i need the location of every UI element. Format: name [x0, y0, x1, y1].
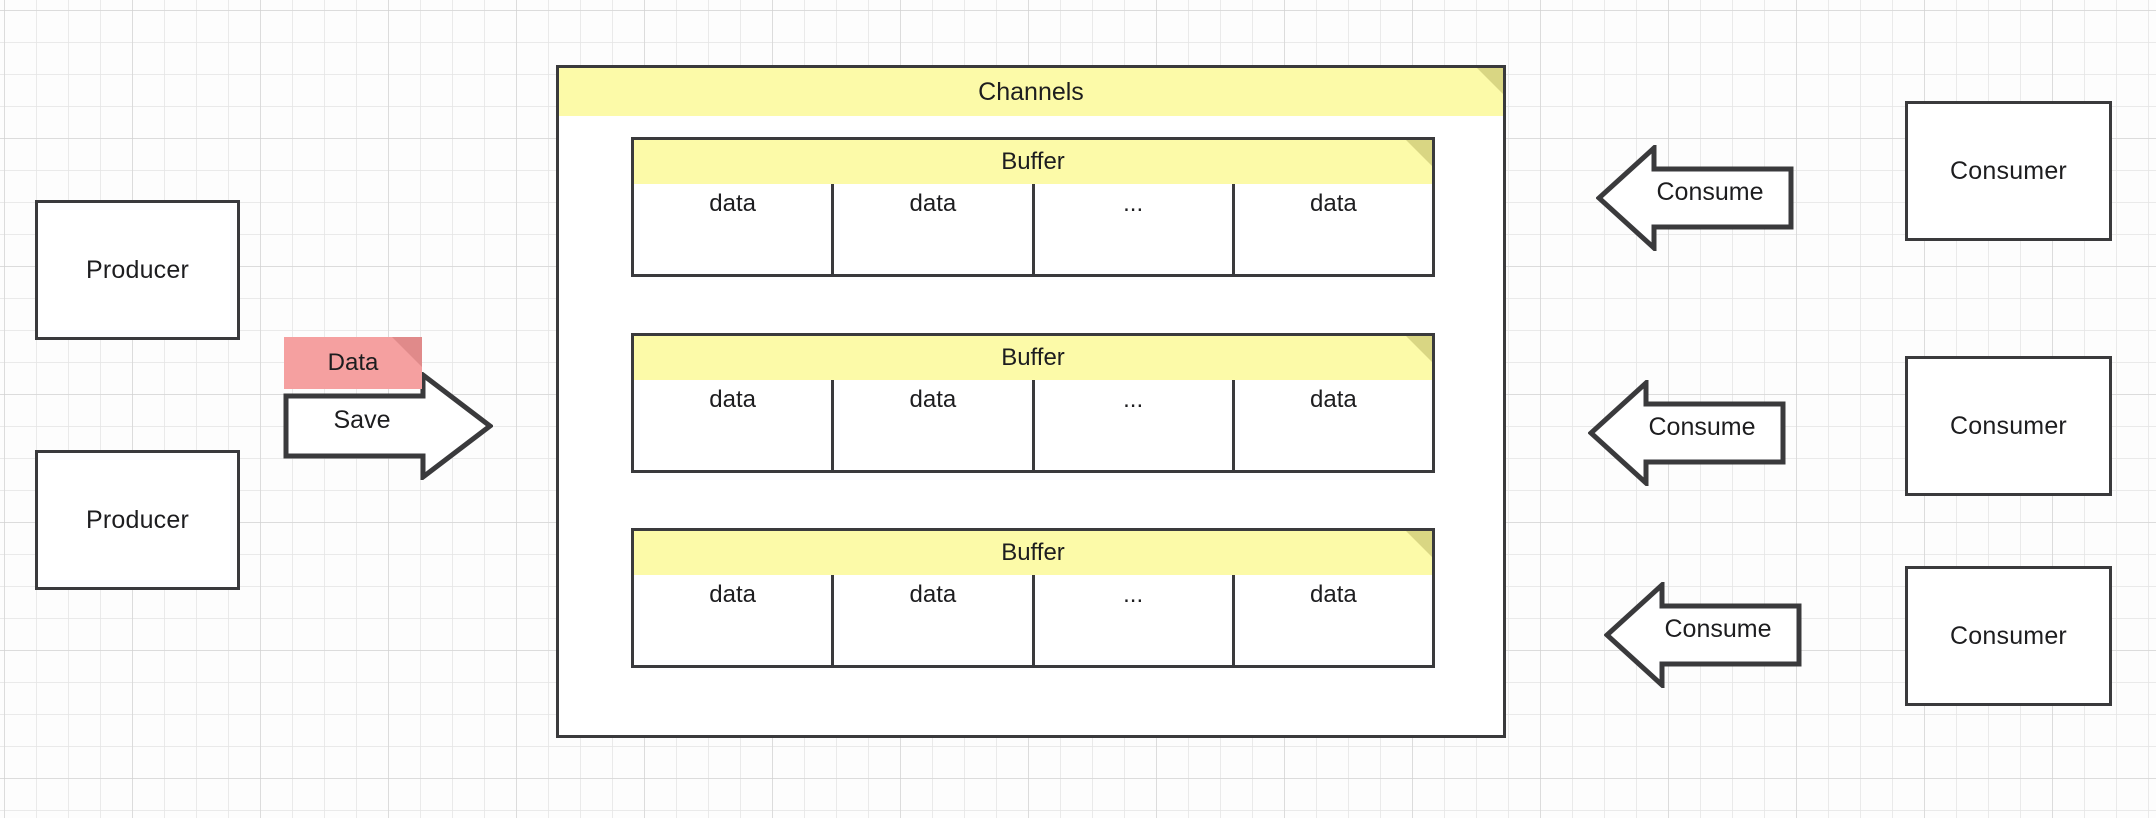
consume-arrow-shape — [1596, 145, 1794, 251]
consumer-box-2[interactable]: Consumer — [1905, 356, 2112, 496]
consume-arrow-3[interactable]: Consume — [1604, 582, 1802, 688]
producer-label-1: Producer — [85, 255, 190, 284]
buffer-cell-label: data — [1310, 190, 1357, 217]
data-note-label: Data — [327, 349, 379, 376]
consumer-label-3: Consumer — [1950, 621, 2067, 650]
buffer-cell-label: data — [1310, 386, 1357, 413]
buffer-cell-label: data — [909, 581, 957, 608]
save-arrow-shape — [283, 372, 493, 480]
data-note[interactable]: Data — [284, 337, 422, 389]
buffer-fold-corner-icon — [1406, 531, 1432, 557]
buffer-cell[interactable]: ... — [1035, 336, 1235, 470]
buffer-cell[interactable]: data — [834, 531, 1035, 665]
consumer-label-2: Consumer — [1950, 411, 2067, 440]
buffer-cell[interactable]: ... — [1035, 140, 1235, 274]
channels-container[interactable]: Channels data data ... data Buffer — [556, 65, 1506, 738]
consume-arrow-label: Consume — [1656, 178, 1764, 206]
channels-header: Channels — [559, 68, 1503, 116]
buffer-cells-1: data data ... data — [634, 140, 1432, 274]
buffer-fold-corner-icon — [1406, 336, 1432, 362]
buffer-title: Buffer — [1001, 148, 1065, 175]
consume-arrow-label: Consume — [1664, 615, 1772, 643]
buffer-cells-3: data data ... data — [634, 531, 1432, 665]
buffer-cell[interactable]: data — [634, 140, 835, 274]
buffer-header-2: Buffer — [634, 336, 1432, 380]
buffer-cell-label: data — [709, 190, 756, 217]
buffer-cell-label: ... — [1123, 581, 1144, 608]
producer-box-1[interactable]: Producer — [35, 200, 240, 340]
buffer-cell-label: ... — [1123, 386, 1144, 413]
buffer-cell-label: data — [709, 386, 756, 413]
consume-arrow-2[interactable]: Consume — [1588, 380, 1786, 486]
buffer-header-3: Buffer — [634, 531, 1432, 575]
save-arrow[interactable]: Save — [283, 372, 493, 480]
channels-fold-corner-icon — [1477, 68, 1503, 94]
buffer-cell[interactable]: data — [1235, 140, 1432, 274]
buffer-cell-label: data — [709, 581, 756, 608]
buffer-cell[interactable]: data — [834, 336, 1035, 470]
buffer-cell[interactable]: ... — [1035, 531, 1235, 665]
buffer-box-3[interactable]: data data ... data Buffer — [631, 528, 1435, 668]
buffer-title: Buffer — [1001, 539, 1065, 566]
note-fold-corner-icon — [392, 337, 422, 367]
buffer-cell[interactable]: data — [1235, 336, 1432, 470]
buffer-box-2[interactable]: data data ... data Buffer — [631, 333, 1435, 473]
channels-title: Channels — [978, 77, 1084, 106]
buffer-cell[interactable]: data — [634, 531, 835, 665]
buffer-cell-label: data — [909, 386, 957, 413]
buffer-cell[interactable]: data — [834, 140, 1035, 274]
buffer-cell[interactable]: data — [1235, 531, 1432, 665]
save-arrow-label: Save — [333, 406, 391, 434]
buffer-box-1[interactable]: data data ... data Buffer — [631, 137, 1435, 277]
producer-box-2[interactable]: Producer — [35, 450, 240, 590]
buffer-cell[interactable]: data — [634, 336, 835, 470]
consumer-box-3[interactable]: Consumer — [1905, 566, 2112, 706]
consumer-box-1[interactable]: Consumer — [1905, 101, 2112, 241]
buffer-title: Buffer — [1001, 344, 1065, 371]
consumer-label-1: Consumer — [1950, 156, 2067, 185]
consume-arrow-shape — [1588, 380, 1786, 486]
buffer-cells-2: data data ... data — [634, 336, 1432, 470]
consume-arrow-1[interactable]: Consume — [1596, 145, 1794, 251]
buffer-cell-label: data — [1310, 581, 1357, 608]
producer-label-2: Producer — [85, 505, 190, 534]
buffer-cell-label: data — [909, 190, 957, 217]
consume-arrow-label: Consume — [1648, 413, 1756, 441]
buffer-cell-label: ... — [1123, 190, 1144, 217]
buffer-header-1: Buffer — [634, 140, 1432, 184]
consume-arrow-shape — [1604, 582, 1802, 688]
buffer-fold-corner-icon — [1406, 140, 1432, 166]
